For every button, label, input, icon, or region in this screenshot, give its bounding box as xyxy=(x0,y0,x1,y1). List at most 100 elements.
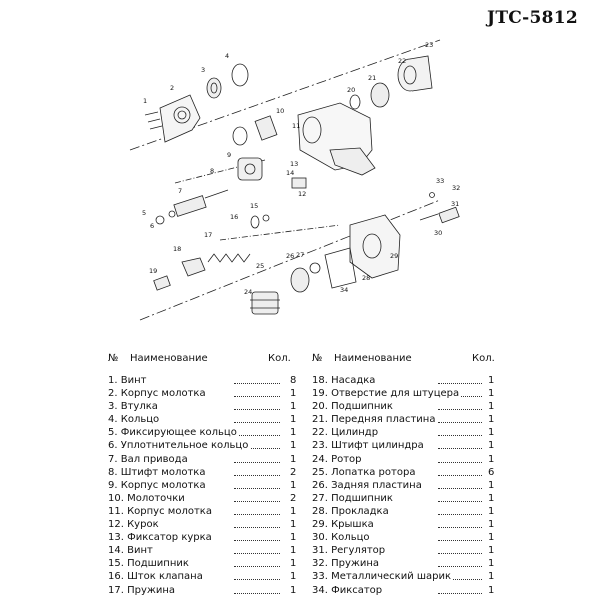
part-qty: 1 xyxy=(488,453,495,465)
table-header-right: № Наименование Кол. xyxy=(312,352,497,366)
table-header-left: № Наименование Кол. xyxy=(108,352,298,366)
hammer-case-front-part xyxy=(159,94,201,143)
callout-label: 18 xyxy=(173,245,181,253)
part-name: 20. Подшипник xyxy=(312,400,395,414)
part-qty: 1 xyxy=(290,505,297,517)
table-row: 7. Вал привода 1 xyxy=(108,452,298,466)
callout-label: 8 xyxy=(210,167,214,175)
part-qty: 1 xyxy=(290,558,297,570)
part-qty: 1 xyxy=(488,571,495,583)
dot-leader xyxy=(234,439,280,450)
part-name: 21. Передняя пластина xyxy=(312,413,438,427)
screw-part xyxy=(144,111,163,130)
part-qty: 1 xyxy=(488,532,495,544)
part-name: 32. Пружина xyxy=(312,557,382,571)
callout-label: 13 xyxy=(290,160,298,168)
cylinder-part xyxy=(397,55,433,92)
callout-label: 30 xyxy=(434,229,442,237)
callout-label: 17 xyxy=(204,231,212,239)
table-row: 29. Крышка 1 xyxy=(312,518,497,532)
dot-leader xyxy=(438,518,482,529)
part-name: 24. Ротор xyxy=(312,452,364,466)
dot-leader xyxy=(234,505,280,515)
part-name: 7. Вал привода xyxy=(108,452,190,466)
rear-plate-part xyxy=(290,267,310,293)
dot-leader xyxy=(438,453,482,463)
dot-leader xyxy=(234,570,280,581)
callout-label: 22 xyxy=(398,57,406,65)
air-fitting-part xyxy=(153,257,206,291)
dot-leader xyxy=(234,426,280,437)
callout-label: 26 xyxy=(286,252,294,260)
callout-label: 15 xyxy=(250,202,258,210)
part-name: 6. Уплотнительное кольцо xyxy=(108,439,251,453)
callout-label: 28 xyxy=(362,274,370,282)
part-qty: 1 xyxy=(488,558,495,570)
part-qty: 1 xyxy=(290,519,297,531)
bearing-front-part xyxy=(349,94,361,110)
part-name: 25. Лопатка ротора xyxy=(312,465,418,479)
part-qty: 1 xyxy=(488,519,495,531)
callout-label: 5 xyxy=(142,209,146,217)
housing-part xyxy=(297,102,376,176)
dot-leader xyxy=(438,466,482,476)
dot-leader xyxy=(234,557,280,568)
header-qty: Кол. xyxy=(268,353,291,364)
dot-leader xyxy=(438,492,482,502)
callout-label: 11 xyxy=(292,122,300,130)
rear-bearing-part xyxy=(309,262,321,274)
dot-leader xyxy=(234,479,280,489)
dot-leader xyxy=(438,374,482,384)
part-qty: 1 xyxy=(290,440,297,452)
table-row: 24. Ротор 1 xyxy=(312,452,497,466)
model-number: JTC-5812 xyxy=(487,8,578,28)
part-name: 23. Штифт цилиндра xyxy=(312,439,426,453)
callout-label: 19 xyxy=(149,267,157,275)
part-name: 17. Пружина xyxy=(108,583,178,597)
callout-label: 20 xyxy=(347,86,355,94)
part-name: 16. Шток клапана xyxy=(108,570,205,584)
part-name: 13. Фиксатор курка xyxy=(108,531,214,545)
part-qty: 1 xyxy=(290,414,297,426)
callout-label: 14 xyxy=(286,169,294,177)
part-qty: 1 xyxy=(488,479,495,491)
part-qty: 1 xyxy=(488,427,495,439)
part-name: 1. Винт xyxy=(108,374,149,388)
part-qty: 1 xyxy=(290,545,297,557)
callout-label: 10 xyxy=(276,107,284,115)
callout-label: 25 xyxy=(256,262,264,270)
part-name: 26. Задняя пластина xyxy=(312,478,424,492)
regulator-part xyxy=(419,192,460,224)
part-name: 14. Винт xyxy=(108,544,155,558)
callout-label: 34 xyxy=(340,286,348,294)
part-qty: 2 xyxy=(290,466,297,478)
dot-leader xyxy=(234,466,280,476)
rotor-part xyxy=(250,291,280,315)
part-qty: 1 xyxy=(290,479,297,491)
callout-label: 6 xyxy=(150,222,154,230)
part-qty: 2 xyxy=(290,492,297,504)
part-qty: 1 xyxy=(290,453,297,465)
callout-label: 3 xyxy=(201,66,205,74)
part-qty: 1 xyxy=(488,505,495,517)
dot-leader xyxy=(234,413,280,424)
part-qty: 1 xyxy=(488,375,495,386)
part-qty: 1 xyxy=(290,427,297,439)
dot-leader xyxy=(234,453,280,463)
part-name: 29. Крышка xyxy=(312,518,376,532)
